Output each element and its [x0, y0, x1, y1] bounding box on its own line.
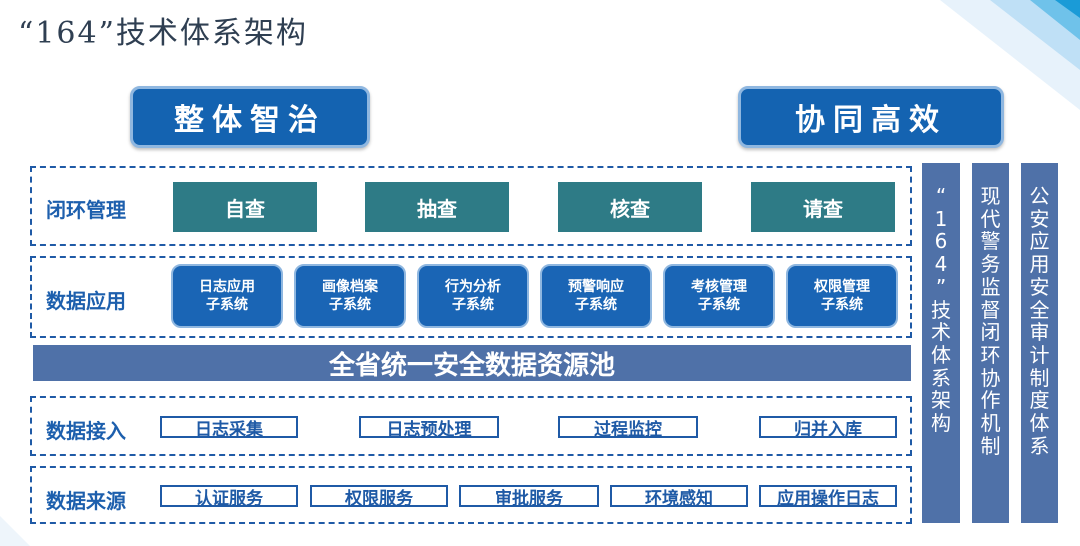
- approval-service-box[interactable]: 审批服务: [459, 485, 599, 509]
- vertical-char: 警: [980, 229, 1001, 254]
- vertical-char: 制: [1029, 365, 1050, 390]
- self-check-box[interactable]: 自查: [173, 182, 317, 232]
- subsystem-line1: 考核管理: [691, 279, 747, 295]
- subsystem-line2: 子系统: [821, 297, 863, 313]
- vertical-char: 审: [1029, 320, 1050, 345]
- vertical-char: 架: [931, 388, 951, 413]
- data-resource-pool-bar: 全省统一安全数据资源池: [33, 345, 911, 381]
- vertical-char: 术: [931, 320, 951, 345]
- vertical-char: 1: [934, 206, 948, 231]
- process-monitoring-box[interactable]: 过程监控: [558, 416, 698, 440]
- subsystem-line2: 子系统: [575, 297, 617, 313]
- vertical-char: ”: [935, 274, 947, 299]
- collaborative-efficiency-button[interactable]: 协同高效: [738, 86, 1004, 148]
- subsystem-line1: 行为分析: [445, 279, 501, 295]
- merge-storage-box[interactable]: 归并入库: [759, 416, 897, 440]
- vertical-char: 监: [980, 274, 1001, 299]
- vertical-char: 闭: [980, 320, 1001, 345]
- audit-system-column: 公安应用安全审计制度体系: [1021, 163, 1058, 523]
- verify-check-box[interactable]: 核查: [558, 182, 702, 232]
- behavior-analysis-subsystem[interactable]: 行为分析 子系统: [417, 264, 529, 328]
- page-title: “164”技术体系架构: [18, 16, 308, 51]
- vertical-char: 技: [931, 297, 951, 322]
- vertical-char: 务: [980, 252, 1001, 277]
- vertical-char: 4: [934, 252, 948, 277]
- vertical-char: 现: [980, 184, 1001, 208]
- vertical-char: 代: [980, 206, 1001, 231]
- subsystem-line2: 子系统: [452, 297, 494, 313]
- subsystem-line2: 子系统: [329, 297, 371, 313]
- data-access-label: 数据接入: [46, 419, 126, 443]
- subsystem-line2: 子系统: [698, 297, 740, 313]
- data-application-row: [30, 256, 912, 338]
- corner-stripes-decoration: [940, 0, 1080, 110]
- spot-check-box[interactable]: 抽查: [365, 182, 509, 232]
- vertical-char: 公: [1029, 184, 1050, 208]
- profile-archive-subsystem[interactable]: 画像档案 子系统: [294, 264, 406, 328]
- subsystem-line1: 画像档案: [322, 279, 378, 295]
- subsystem-line1: 预警响应: [568, 279, 624, 295]
- closed-loop-label: 闭环管理: [46, 198, 126, 222]
- vertical-char: 计: [1029, 342, 1050, 367]
- vertical-char: 系: [931, 365, 951, 390]
- subsystem-line1: 权限管理: [814, 279, 870, 295]
- vertical-char: 应: [1029, 229, 1050, 254]
- vertical-char: 作: [980, 388, 1001, 413]
- log-collection-box[interactable]: 日志采集: [160, 416, 298, 440]
- data-access-row: [30, 396, 912, 456]
- vertical-char: 体: [931, 342, 951, 367]
- vertical-char: 安: [1029, 206, 1050, 231]
- vertical-char: 度: [1029, 388, 1050, 413]
- environment-awareness-box[interactable]: 环境感知: [610, 485, 748, 509]
- vertical-char: 机: [980, 411, 1001, 436]
- vertical-char: 全: [1029, 297, 1050, 322]
- vertical-char: 协: [980, 365, 1001, 390]
- vertical-char: 用: [1029, 252, 1050, 277]
- vertical-char: 系: [1029, 433, 1050, 458]
- subsystem-line2: 子系统: [206, 297, 248, 313]
- data-source-row: [30, 466, 912, 524]
- corner-stripes-decoration: [0, 516, 30, 546]
- data-application-label: 数据应用: [46, 289, 126, 313]
- permission-management-subsystem[interactable]: 权限管理 子系统: [786, 264, 898, 328]
- request-check-box[interactable]: 请查: [751, 182, 895, 232]
- vertical-char: 环: [980, 342, 1001, 367]
- log-application-subsystem[interactable]: 日志应用 子系统: [171, 264, 283, 328]
- vertical-char: 体: [1029, 411, 1050, 436]
- vertical-char: 制: [980, 433, 1001, 458]
- authentication-service-box[interactable]: 认证服务: [160, 485, 298, 509]
- vertical-char: 督: [980, 297, 1001, 322]
- log-preprocessing-box[interactable]: 日志预处理: [359, 416, 499, 440]
- policing-supervision-column: 现代警务监督闭环协作机制: [972, 163, 1009, 523]
- vertical-char: “: [935, 184, 947, 208]
- overall-governance-button[interactable]: 整体智治: [130, 86, 370, 148]
- data-source-label: 数据来源: [46, 489, 126, 513]
- assessment-management-subsystem[interactable]: 考核管理 子系统: [663, 264, 775, 328]
- alert-response-subsystem[interactable]: 预警响应 子系统: [540, 264, 652, 328]
- vertical-char: 安: [1029, 274, 1050, 299]
- vertical-char: 构: [931, 411, 951, 436]
- app-operation-log-box[interactable]: 应用操作日志: [759, 485, 897, 509]
- permission-service-box[interactable]: 权限服务: [310, 485, 448, 509]
- closed-loop-row: [30, 166, 912, 246]
- vertical-char: 6: [934, 229, 948, 254]
- subsystem-line1: 日志应用: [199, 279, 255, 295]
